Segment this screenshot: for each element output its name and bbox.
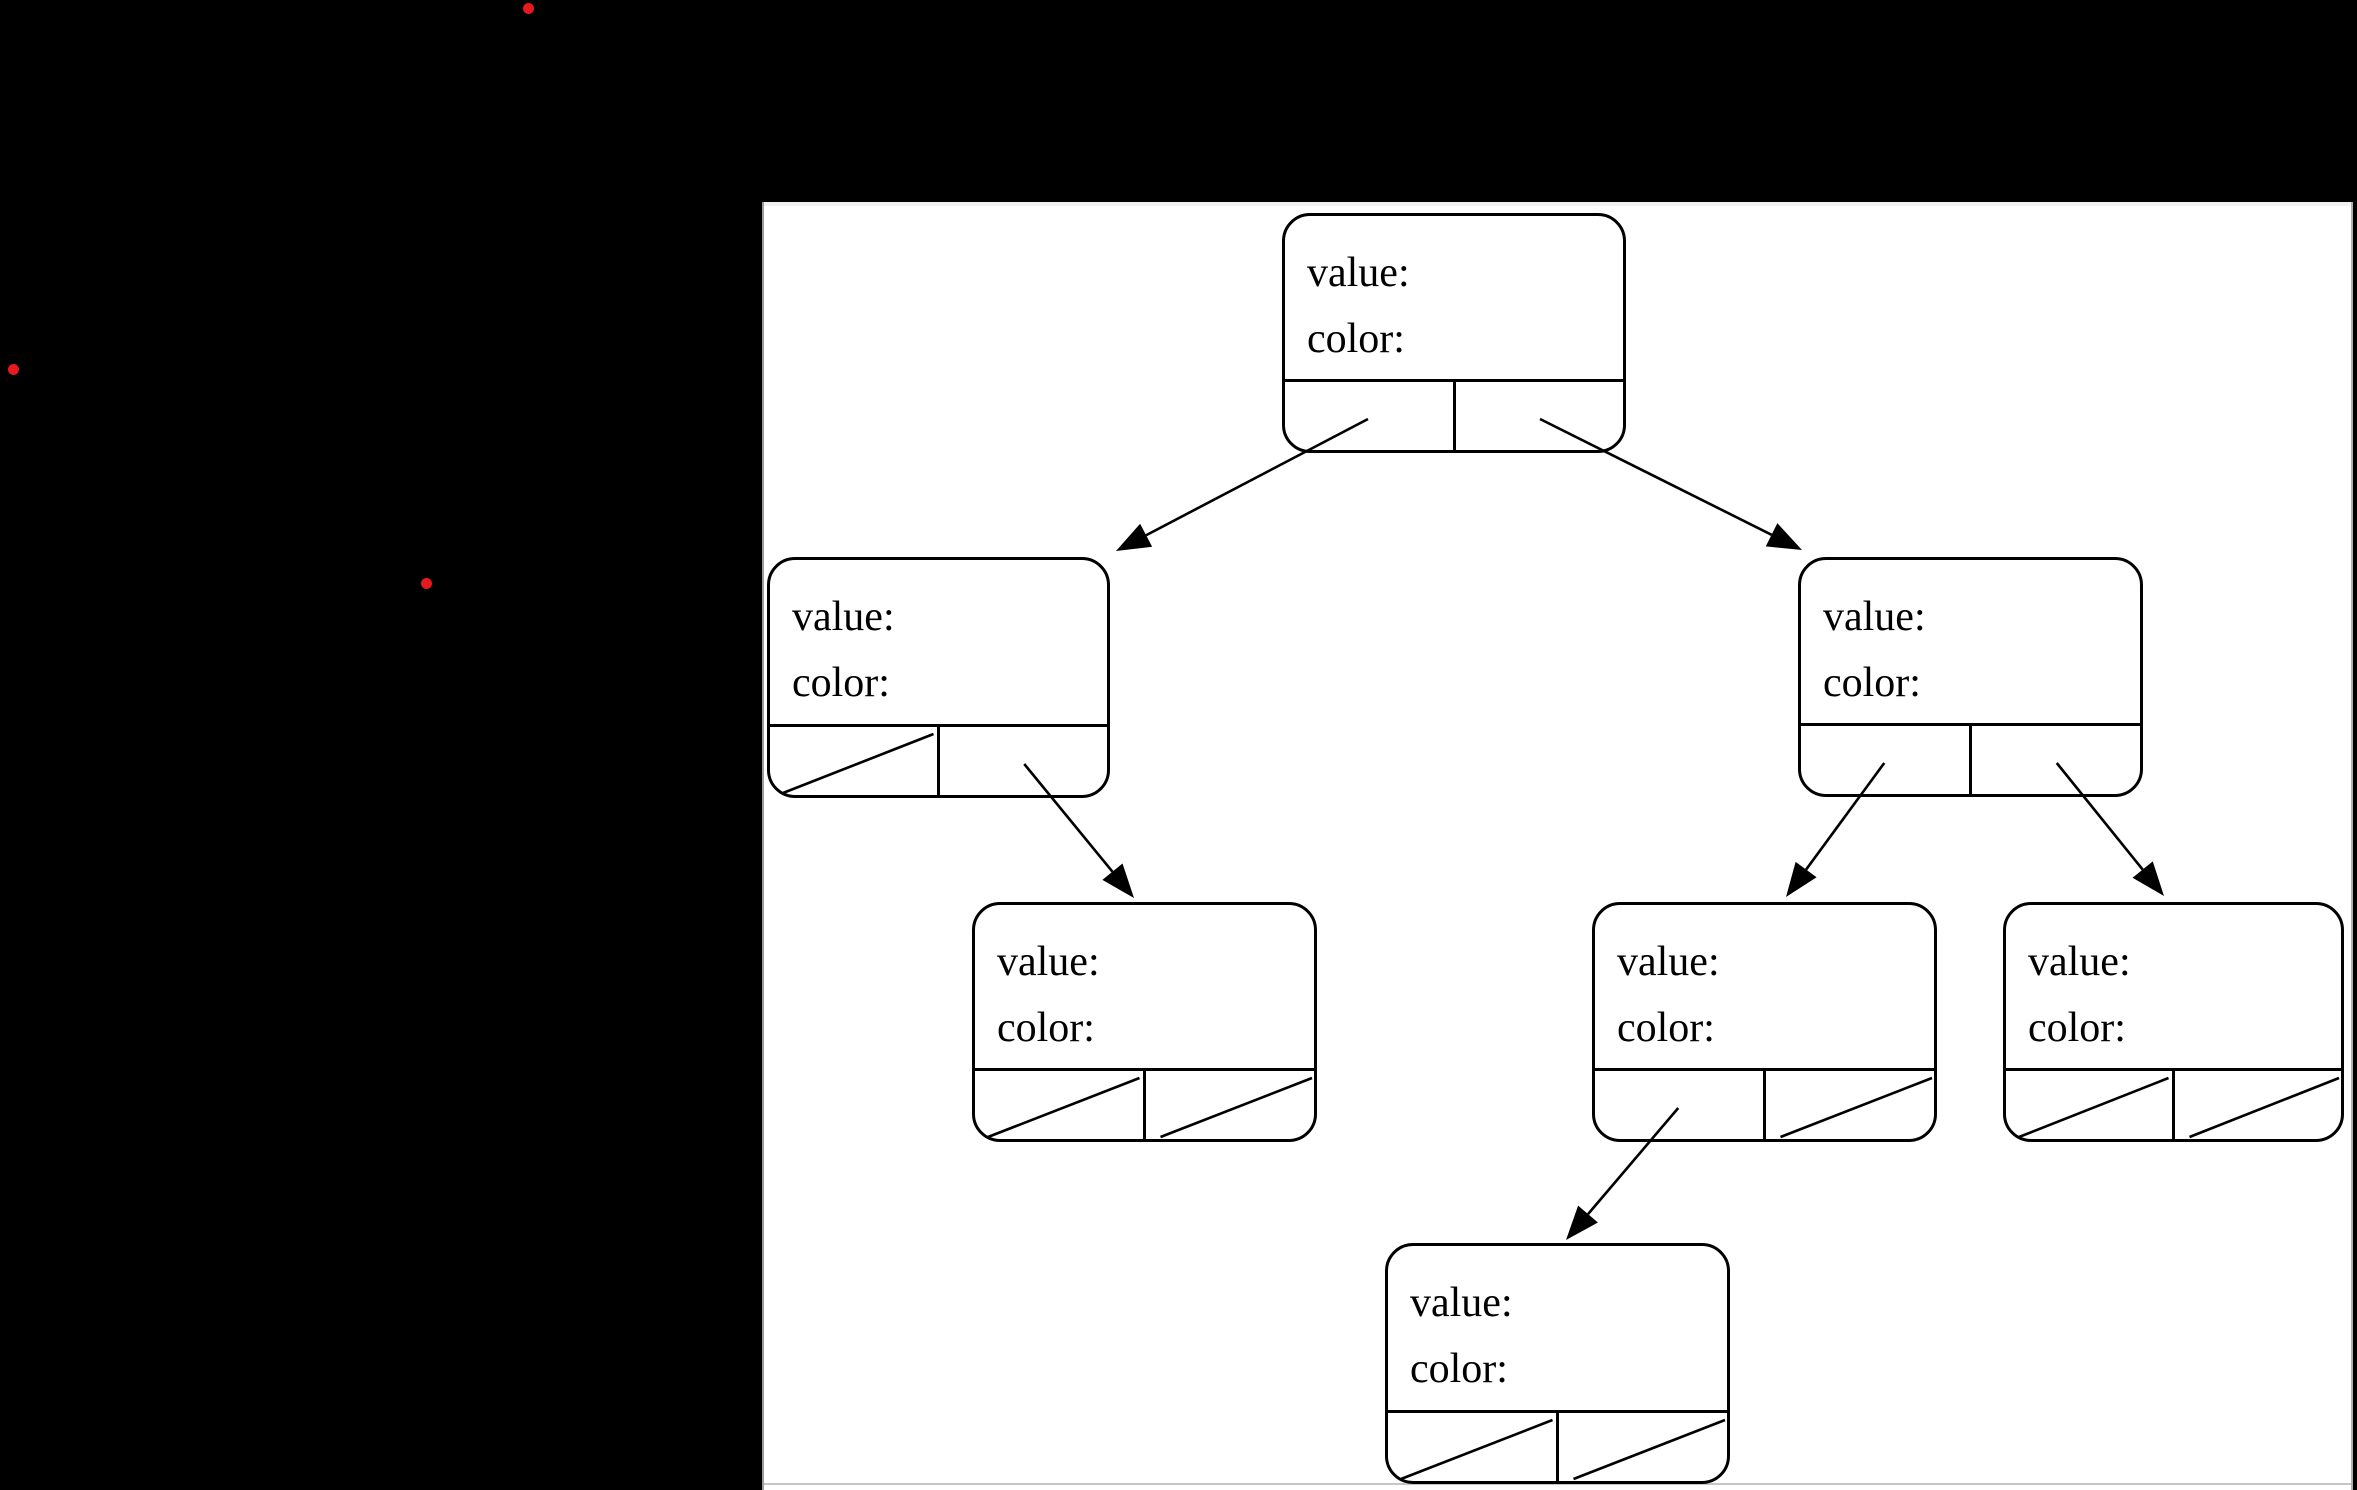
node-value-label: value: (1617, 939, 1720, 985)
node-value-label: value: (792, 594, 895, 640)
node-fields: value: color: (2006, 905, 2341, 1061)
node-fields: value: color: (975, 905, 1314, 1061)
pointer-cell-divider (1969, 726, 1972, 794)
node-color-label: color: (1410, 1346, 1508, 1392)
pointer-row (1801, 723, 2140, 794)
node-fields: value: color: (1285, 216, 1623, 372)
pointer-row (770, 724, 1107, 795)
node-fields: value: color: (1595, 905, 1934, 1061)
node-value-label: value: (1823, 594, 1926, 640)
node-color-label: color: (792, 660, 890, 706)
node-color-label: color: (1307, 316, 1405, 362)
panel-bottom-border (764, 1483, 2351, 1485)
tree-node-root: value: color: (1282, 213, 1626, 453)
pointer-cell-divider (1452, 382, 1456, 450)
node-value-label: value: (1307, 250, 1410, 296)
node-fields: value: color: (1801, 560, 2140, 716)
pointer-cell-divider (1556, 1413, 1559, 1481)
node-value-label: value: (2028, 939, 2131, 985)
tree-node-right-right-leaf: value: color: (2003, 902, 2344, 1142)
pointer-row (1388, 1410, 1727, 1481)
pointer-cell-divider (2172, 1071, 2175, 1139)
tree-node-left-child: value: color: (767, 557, 1110, 798)
pointer-row (975, 1068, 1314, 1139)
pointer-cell-divider (1143, 1071, 1146, 1139)
red-marker-dot (523, 3, 534, 14)
node-value-label: value: (1410, 1280, 1513, 1326)
pointer-row (1595, 1068, 1934, 1139)
node-color-label: color: (2028, 1005, 2126, 1051)
node-fields: value: color: (1388, 1246, 1727, 1402)
node-color-label: color: (1617, 1005, 1715, 1051)
pointer-cell-divider (1763, 1071, 1766, 1139)
node-fields: value: color: (770, 560, 1107, 716)
red-marker-dot (8, 364, 19, 375)
pointer-cell-divider (937, 727, 940, 795)
tree-node-right-child: value: color: (1798, 557, 2143, 797)
node-color-label: color: (1823, 660, 1921, 706)
tree-node-bottom-leaf: value: color: (1385, 1243, 1730, 1484)
pointer-row (2006, 1068, 2341, 1139)
panel-top-border (764, 202, 2351, 206)
tree-node-right-left-child: value: color: (1592, 902, 1937, 1142)
node-value-label: value: (997, 939, 1100, 985)
tree-node-left-right-leaf: value: color: (972, 902, 1317, 1142)
red-marker-dot (421, 578, 432, 589)
node-color-label: color: (997, 1005, 1095, 1051)
pointer-row (1285, 379, 1623, 450)
